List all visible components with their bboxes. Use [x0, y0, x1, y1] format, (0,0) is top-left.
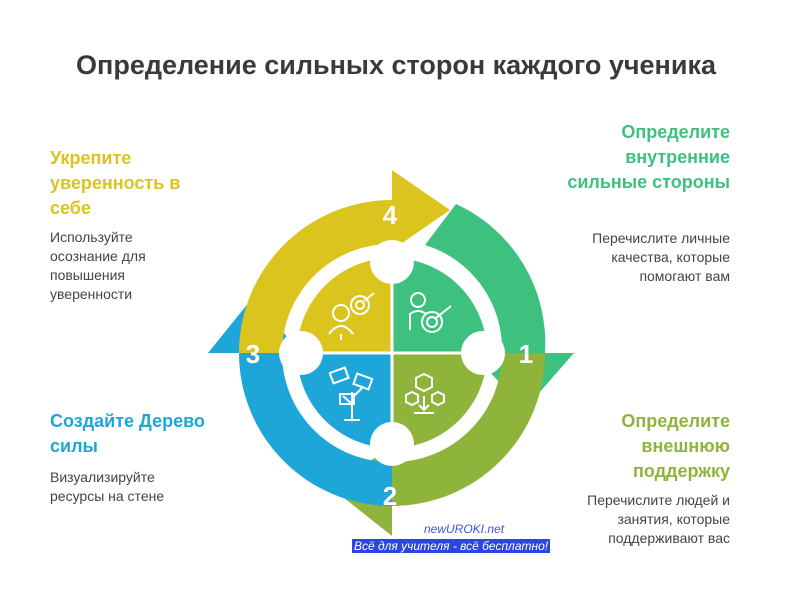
step-1-number: 1	[519, 339, 533, 369]
step-2-header: Определите внешнюю поддержку	[621, 411, 730, 481]
quadrant-step-2	[392, 353, 487, 448]
step-4-description: Используйте осознание для повышения увер…	[50, 229, 146, 302]
arc-step-4	[239, 170, 450, 353]
quadrant-step-1	[392, 258, 487, 353]
step-1-description: Перечислите личные качества, которые пом…	[592, 230, 730, 284]
person-goal-target-icon	[328, 292, 375, 340]
page-title: Определение сильных сторон каждого учени…	[76, 50, 716, 80]
step-3-header: Создайте Дерево силы	[50, 411, 205, 456]
money-tree-icon	[328, 366, 374, 421]
step-2-description: Перечислите людей и занятия, которые под…	[587, 492, 730, 546]
step-1-header: Определите внутренние сильные стороны	[567, 122, 730, 192]
step-4-number: 4	[383, 200, 398, 230]
watermark-slogan: Всё для учителя - всё бесплатно!	[352, 539, 551, 553]
step-2-number: 2	[383, 481, 397, 511]
person-target-icon	[409, 292, 452, 333]
puzzle-connectors	[279, 240, 505, 466]
step-3-number: 3	[246, 339, 260, 369]
hexagon-network-icon	[405, 372, 445, 414]
step-4-header: Укрепите уверенность в себе	[50, 148, 181, 218]
step-3-description: Визуализируйте ресурсы на стене	[50, 469, 165, 504]
watermark-site: newUROKI.net	[424, 522, 505, 536]
